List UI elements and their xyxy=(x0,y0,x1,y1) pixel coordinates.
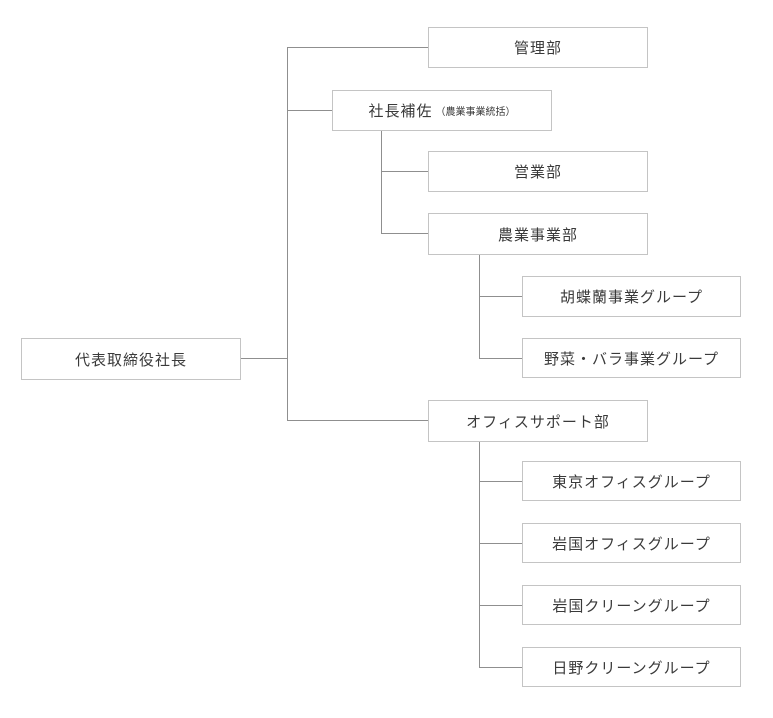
connector-management xyxy=(287,47,428,48)
connector-agriculture-trunk xyxy=(479,255,480,358)
connector-office-support xyxy=(287,420,428,421)
connector-iwakuni-office-group xyxy=(479,543,522,544)
node-sales-dept-label: 営業部 xyxy=(513,163,562,181)
node-management-dept-label: 管理部 xyxy=(513,39,562,57)
node-iwakuni-clean-group: 岩国クリーングループ xyxy=(522,585,741,625)
node-orchid-group-label: 胡蝶蘭事業グループ xyxy=(559,288,704,306)
connector-main-trunk xyxy=(287,47,288,420)
node-management-dept: 管理部 xyxy=(428,27,648,68)
node-president-assistant-label: 社長補佐 xyxy=(368,102,433,120)
connector-assistant-trunk xyxy=(381,130,382,233)
node-iwakuni-office-group: 岩国オフィスグループ xyxy=(522,523,741,563)
node-vegetable-rose-group-label: 野菜・バラ事業グループ xyxy=(543,349,720,368)
node-president-label: 代表取締役社長 xyxy=(74,350,187,369)
connector-root xyxy=(241,358,288,359)
connector-agriculture xyxy=(381,233,428,234)
connector-hino-clean-group xyxy=(479,667,522,668)
node-agriculture-dept-label: 農業事業部 xyxy=(497,225,578,244)
connector-orchid-group xyxy=(479,296,522,297)
connector-sales xyxy=(381,171,428,172)
connector-office-trunk xyxy=(479,442,480,667)
node-tokyo-office-group: 東京オフィスグループ xyxy=(522,461,741,501)
connector-assistant xyxy=(287,110,332,111)
node-orchid-group: 胡蝶蘭事業グループ xyxy=(522,276,741,317)
node-president: 代表取締役社長 xyxy=(21,338,241,380)
node-sales-dept: 営業部 xyxy=(428,151,648,192)
node-office-support-dept: オフィスサポート部 xyxy=(428,400,648,442)
node-hino-clean-group: 日野クリーングループ xyxy=(522,647,741,687)
node-vegetable-rose-group: 野菜・バラ事業グループ xyxy=(522,338,741,378)
node-president-assistant: 社長補佐 （農業事業統括） xyxy=(332,90,552,131)
connector-tokyo-office-group xyxy=(479,481,522,482)
connector-iwakuni-clean-group xyxy=(479,605,522,606)
node-agriculture-dept: 農業事業部 xyxy=(428,213,648,255)
node-president-assistant-note: （農業事業統括） xyxy=(435,107,516,118)
connector-vegetable-group xyxy=(479,358,522,359)
node-office-support-dept-label: オフィスサポート部 xyxy=(466,412,610,431)
node-iwakuni-clean-group-label: 岩国クリーングループ xyxy=(552,596,711,615)
node-iwakuni-office-group-label: 岩国オフィスグループ xyxy=(552,534,711,553)
node-hino-clean-group-label: 日野クリーングループ xyxy=(552,658,711,677)
node-tokyo-office-group-label: 東京オフィスグループ xyxy=(552,472,711,491)
